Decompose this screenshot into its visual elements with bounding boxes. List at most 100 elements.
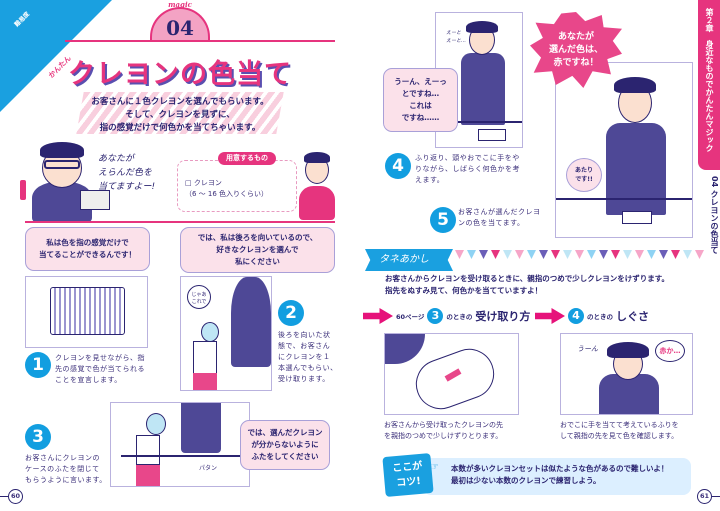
step-line: 後ろを向いた状	[278, 331, 331, 339]
starburst-line: 選んだ色は、	[548, 44, 603, 55]
step-line: ケースのふたを閉じて	[25, 465, 100, 473]
tip-line: 最初は少ない本数のクレヨンで練習しよう。	[451, 476, 601, 485]
reveal-line: 指先をぬすみ見て、何色かを当てていますよ！	[385, 286, 543, 295]
step-ref: 3	[427, 308, 444, 324]
step-line: にクレヨンを１	[278, 353, 331, 361]
bunting-flag	[623, 250, 632, 259]
items-label: 用意するもの	[218, 152, 276, 165]
bunting-flag	[575, 250, 584, 259]
speech-line: これで	[191, 299, 207, 305]
bunting-flag	[695, 250, 704, 259]
step-2-number: 2	[278, 300, 304, 326]
page-line	[712, 496, 720, 498]
items-list: □ クレヨン （6 ～ 16 色入りくらい）	[185, 178, 268, 200]
step-line: えます。	[415, 176, 445, 184]
speech-bubble-3: では、選んだクレヨンが分からないようにふたをしてください	[240, 420, 330, 470]
starburst-line: 赤ですね！	[553, 57, 599, 68]
lead-line: お客さんに１色クレヨンを選んでもらいます。	[91, 97, 269, 107]
speech-bubble-2: では、私は後ろを向いているので、好きなクレヨンを選んで私にください	[180, 227, 335, 273]
page-line	[0, 496, 8, 498]
step-1-number: 1	[25, 352, 51, 378]
speech-line: えらんだ色を	[98, 168, 153, 178]
bunting-decoration	[455, 250, 715, 262]
caption-line: おでこに手を当てて考えているふりを	[560, 421, 679, 429]
step-line: 本選んでもらい、	[278, 364, 338, 372]
step-2-illustration: じゃあこれで	[180, 276, 272, 391]
item: □ クレヨン	[185, 179, 222, 187]
step-5-illustration: あたりです!!	[555, 62, 693, 238]
bubble-line: これは	[409, 101, 432, 110]
thought-bubble: 赤か…	[655, 340, 685, 362]
sfx-line: えーと…	[446, 38, 467, 44]
bunting-flag	[599, 250, 608, 259]
step-3-number: 3	[25, 424, 51, 450]
thinking-sfx: えーとえーと…	[446, 29, 466, 45]
step-line: お客さんにクレヨンの	[25, 454, 100, 462]
bubble-line: 私にください	[235, 257, 280, 266]
page-number: 60	[8, 489, 23, 504]
badge-line: コツ!	[395, 475, 422, 490]
speech-line: じゃあ	[191, 292, 207, 298]
bubble-line: です!!	[575, 176, 593, 183]
bunting-flag	[503, 250, 512, 259]
page-title: クレヨンの色当て	[68, 59, 292, 90]
speech-line: あなたが	[98, 154, 135, 164]
bunting-flag	[611, 250, 620, 259]
think-sfx: うーん	[577, 345, 598, 353]
lead-text: お客さんに１色クレヨンを選んでもらいます。 そして、クレヨンを見ずに、 指の感覚…	[60, 96, 300, 135]
item: （6 ～ 16 色入りくらい）	[185, 190, 269, 198]
step-ref: 4	[568, 308, 584, 324]
step-line: りながら、しばらく何色かを考	[415, 165, 520, 173]
bubble-line: 当てることができるんです！	[39, 250, 136, 259]
bubble-line: あたり	[574, 167, 593, 174]
thumbnail-scrape-illustration	[384, 333, 519, 415]
subheading-title: 受け取り方	[475, 310, 531, 323]
correct-bubble: あたりです!!	[566, 158, 602, 192]
chapter-subtitle: 04 クレヨンの色当て	[710, 176, 719, 254]
reveal-text: お客さんからクレヨンを受け取るときに、親指のつめで少しクレヨンをけずります。指先…	[385, 273, 705, 297]
step-1-text: クレヨンを見せながら、指先の感覚で色が当てられることを宣言します。	[55, 353, 145, 386]
reveal-banner: タネあかし	[365, 249, 453, 271]
divider	[65, 40, 335, 42]
caption-line: お客さんから受け取ったクレヨンの先	[384, 421, 503, 429]
magician-speech: あなたが えらんだ色を 当てますよー!	[98, 152, 155, 194]
bunting-flag	[527, 250, 536, 259]
bunting-flag	[515, 250, 524, 259]
bunting-flag	[551, 250, 560, 259]
bunting-flag	[635, 250, 644, 259]
bubble-line: 私は色を指の感覚だけで	[46, 238, 129, 247]
bunting-flag	[455, 250, 464, 259]
lead-line: 指の感覚だけで何色かを当てちゃいます。	[99, 123, 261, 133]
bubble-line: ふたをしてください	[251, 452, 319, 461]
step-line: クレヨンを見せながら、指	[55, 354, 145, 362]
reveal-line: お客さんからクレヨンを受け取るときに、親指のつめで少しクレヨンをけずります。	[385, 274, 670, 283]
step-4-number: 4	[385, 153, 411, 179]
step-line: お客さんが選んだクレヨ	[458, 208, 541, 216]
bubble-line: では、選んだクレヨン	[247, 428, 323, 437]
subheading-title: しぐさ	[616, 310, 649, 323]
bunting-flag	[539, 250, 548, 259]
chapter-tab[interactable]: 第２章 身近なものでかんたんマジック	[698, 0, 720, 170]
lead-line: そして、クレヨンを見ずに、	[125, 110, 235, 120]
pointing-hand-icon: ☞	[430, 462, 439, 473]
bunting-flag	[683, 250, 692, 259]
step-5-number: 5	[430, 207, 456, 233]
step-3-text: お客さんにクレヨンのケースのふたを閉じてもらうように言います。	[25, 453, 107, 486]
speech-bubble-4: うーん、えーっとですね…これはですね……	[383, 68, 458, 132]
magic-label: magic	[168, 0, 192, 9]
bunting-flag	[563, 250, 572, 259]
girl-speech: じゃあこれで	[187, 285, 211, 309]
caption-line: を親指のつめで少しけずりとります。	[384, 432, 503, 440]
crayon-case-illustration	[25, 276, 148, 348]
arrow-icon	[363, 308, 393, 324]
divider	[25, 221, 335, 223]
tip-line: 本数が多いクレヨンセットは似たような色があるので難しいよ！	[451, 464, 669, 473]
step-line: 受け取ります。	[278, 375, 330, 383]
step-3-illustration: パタン	[110, 402, 250, 487]
bunting-flag	[467, 250, 476, 259]
step-line: ことを宣言します。	[55, 376, 122, 384]
bubble-line: うーん、えーっ	[394, 77, 447, 86]
bunting-flag	[647, 250, 656, 259]
caption-gesture: おでこに手を当てて考えているふりをして親指の先を見て色を確認します。	[560, 420, 679, 442]
